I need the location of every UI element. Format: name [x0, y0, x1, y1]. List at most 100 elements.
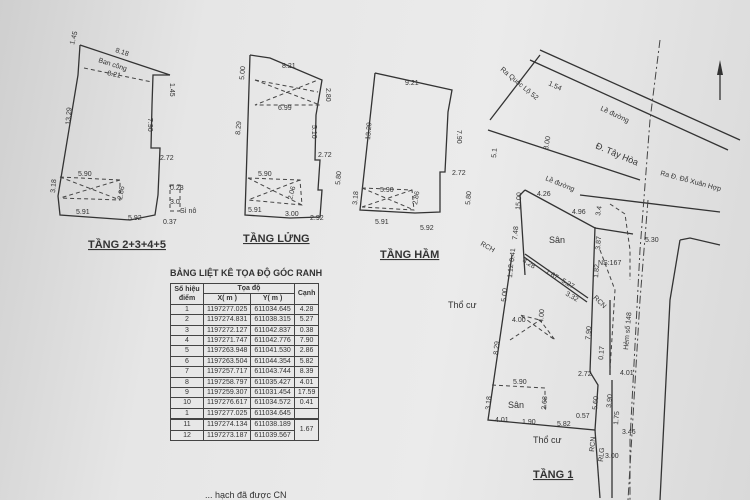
footer-note: ... hạch đã được CN: [205, 490, 287, 500]
svg-text:5.90: 5.90: [258, 171, 272, 178]
y-coord: 611044.354: [250, 355, 295, 368]
plan-mezzanine: 5.00 8.21 6.99 2.80 8.29 5.10 2.72 5.90 …: [235, 54, 343, 245]
svg-text:1.45: 1.45: [168, 83, 175, 97]
plan-floor-2-5: 1.45 8.18 Ban công 8.21 1.45 13.29 7.90 …: [50, 30, 196, 251]
svg-text:4.00: 4.00: [512, 317, 526, 324]
svg-text:1.82: 1.82: [593, 264, 601, 278]
plan-ground-floor: 1.54 Lề đường Ra Quốc Lộ 52 Đ. Tây Hòa R…: [448, 39, 741, 500]
svg-text:5.1: 5.1: [491, 148, 499, 158]
header-coord: Tọa độ: [203, 282, 295, 295]
y-coord: 611034.645: [250, 303, 295, 316]
svg-text:Đ. Tây Hòa: Đ. Tây Hòa: [594, 141, 640, 168]
y-coord: 611039.567: [250, 429, 295, 442]
svg-text:5.80: 5.80: [465, 191, 473, 205]
svg-text:3.90: 3.90: [606, 394, 614, 408]
svg-text:0.17: 0.17: [598, 346, 606, 360]
x-coord: 1197271.747: [202, 335, 252, 347]
svg-text:3.0: 3.0: [170, 199, 180, 206]
point-id: 3: [170, 324, 204, 337]
svg-text:1.45: 1.45: [69, 30, 79, 45]
svg-text:1.90: 1.90: [522, 419, 536, 426]
svg-text:5.30: 5.30: [645, 237, 659, 244]
svg-text:RLG: RLG: [598, 447, 606, 462]
svg-text:5.91: 5.91: [76, 209, 90, 216]
x-coord: 1197263.948: [202, 345, 252, 357]
header-edge: Cạnh: [293, 283, 320, 305]
coordinate-table: Số hiệu điểm Tọa độ Cạnh X( m ) Y( m ) 1…: [170, 282, 320, 442]
x-coord: 1197273.187: [202, 429, 252, 442]
svg-text:3.00: 3.00: [605, 453, 619, 460]
svg-text:Sân: Sân: [549, 235, 565, 245]
svg-text:TẦNG HẦM: TẦNG HẦM: [380, 248, 439, 261]
edge-length: 7.90: [293, 335, 320, 347]
edge-length: 2.86: [293, 345, 320, 357]
point-id: 2: [170, 314, 204, 326]
svg-text:TẦNG 2+3+4+5: TẦNG 2+3+4+5: [88, 238, 166, 251]
header-y: Y( m ): [250, 293, 295, 305]
point-id: 1: [170, 407, 204, 420]
header-x: X( m ): [202, 293, 252, 305]
svg-text:7.90: 7.90: [585, 326, 593, 340]
svg-text:8.29: 8.29: [235, 121, 243, 135]
svg-text:4.96: 4.96: [572, 209, 586, 216]
svg-text:0.41: 0.41: [509, 248, 517, 262]
y-coord: 611035.427: [250, 376, 295, 389]
svg-text:13.29: 13.29: [65, 107, 74, 125]
point-id: 7: [170, 366, 204, 378]
svg-text:9.21: 9.21: [405, 80, 419, 87]
x-coord: 1197272.127: [202, 324, 252, 337]
svg-text:2.72: 2.72: [578, 371, 592, 378]
svg-text:5.10: 5.10: [310, 125, 317, 139]
x-coord: 1197274.134: [202, 418, 252, 431]
svg-text:Sân: Sân: [508, 400, 524, 410]
svg-text:8.21: 8.21: [282, 63, 296, 70]
svg-text:2.86: 2.86: [117, 186, 126, 201]
y-coord: 611042.837: [250, 324, 295, 337]
svg-text:4.00: 4.00: [538, 309, 546, 323]
x-coord: 1197258.797: [202, 376, 252, 389]
svg-text:2.86: 2.86: [412, 191, 421, 206]
svg-text:3.18: 3.18: [485, 396, 493, 410]
svg-text:2.06: 2.06: [287, 185, 297, 200]
svg-text:2.72: 2.72: [452, 170, 466, 177]
svg-text:RCN: RCN: [589, 436, 597, 452]
svg-text:6.99: 6.99: [278, 105, 292, 112]
svg-text:8.29: 8.29: [493, 341, 501, 355]
svg-text:3.46: 3.46: [622, 429, 636, 436]
svg-text:NS:167: NS:167: [598, 260, 621, 267]
svg-text:5.92: 5.92: [420, 225, 434, 232]
svg-text:8.18: 8.18: [114, 47, 129, 58]
x-coord: 1197277.025: [202, 407, 252, 420]
svg-text:TẦNG 1: TẦNG 1: [533, 468, 573, 481]
edge-length: 8.39: [293, 366, 320, 378]
svg-text:1.54: 1.54: [547, 80, 562, 92]
svg-text:Thổ cư: Thổ cư: [533, 435, 562, 445]
y-coord: 611042.776: [250, 335, 295, 347]
svg-text:Lề đường: Lề đường: [599, 104, 631, 125]
svg-text:Hẻm số 148: Hẻm số 148: [621, 312, 633, 350]
coordinate-table-title: BẢNG LIỆT KÊ TỌA ĐỘ GÓC RANH: [170, 268, 323, 278]
svg-text:8.21: 8.21: [107, 70, 122, 80]
point-id: 4: [170, 335, 204, 347]
y-coord: 611038.189: [250, 418, 295, 431]
svg-text:5.90: 5.90: [78, 171, 92, 178]
svg-text:3.4: 3.4: [595, 205, 604, 216]
y-coord: 611043.744: [250, 366, 295, 378]
edge-length: 0.41: [293, 397, 320, 409]
x-coord: 1197259.307: [202, 387, 252, 399]
point-id: 1: [170, 303, 204, 316]
svg-text:7.90: 7.90: [455, 130, 462, 144]
svg-text:2.72: 2.72: [318, 152, 332, 159]
svg-text:2.80: 2.80: [324, 88, 331, 102]
edge-length: 17.59: [293, 387, 320, 399]
svg-text:2.72: 2.72: [160, 155, 174, 162]
svg-text:3.18: 3.18: [352, 191, 360, 205]
x-coord: 1197277.025: [202, 303, 252, 316]
